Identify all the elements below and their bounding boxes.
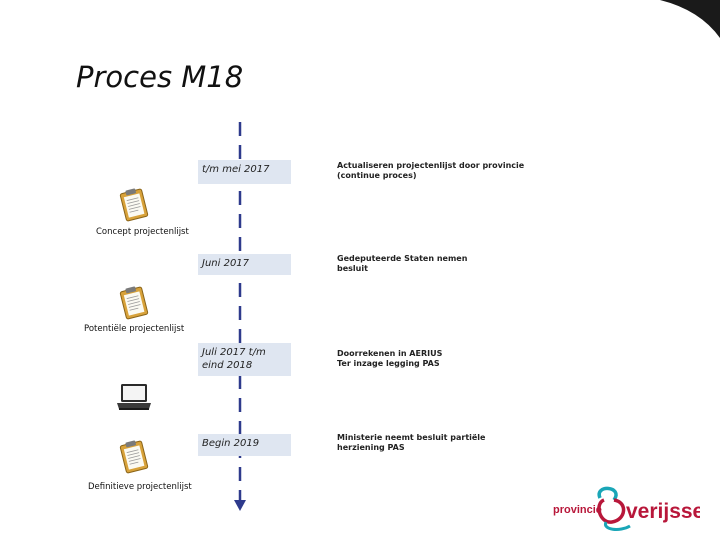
step-description: Actualiseren projectenlijst door provinc… (337, 161, 525, 180)
step-date: Begin 2019 (202, 438, 260, 449)
step-date: t/m mei 2017 (202, 164, 270, 175)
step-description: Gedeputeerde Staten nemen besluit (337, 254, 468, 273)
provincie-overijssel-logo: provincie verijssel (550, 486, 710, 536)
document-label: Potentiële projectenlijst (84, 324, 185, 334)
step-date: Juni 2017 (202, 258, 250, 269)
logo-prefix: provincie (553, 504, 602, 516)
step-description: Ministerie neemt besluit partiële herzie… (337, 433, 486, 452)
corner-decoration (660, 0, 720, 38)
step-date-box: Juni 2017 (198, 254, 291, 275)
page-title: Proces M18 (76, 60, 244, 94)
step-date-box: Juli 2017 t/m eind 2018 (198, 343, 291, 376)
clipboard-icon (119, 440, 149, 474)
step-date-box: t/m mei 2017 (198, 160, 291, 184)
step-description: Doorrekenen in AERIUS Ter inzage legging… (337, 349, 443, 368)
clipboard-icon (119, 286, 149, 320)
clipboard-icon (119, 188, 149, 222)
timeline-arrowhead (234, 500, 246, 511)
laptop-icon (117, 384, 151, 410)
step-date: Juli 2017 t/m eind 2018 (202, 347, 266, 371)
step-date-box: Begin 2019 (198, 434, 291, 456)
document-label: Concept projectenlijst (96, 227, 189, 237)
document-label: Definitieve projectenlijst (88, 482, 192, 492)
logo-name: verijssel (626, 500, 700, 523)
